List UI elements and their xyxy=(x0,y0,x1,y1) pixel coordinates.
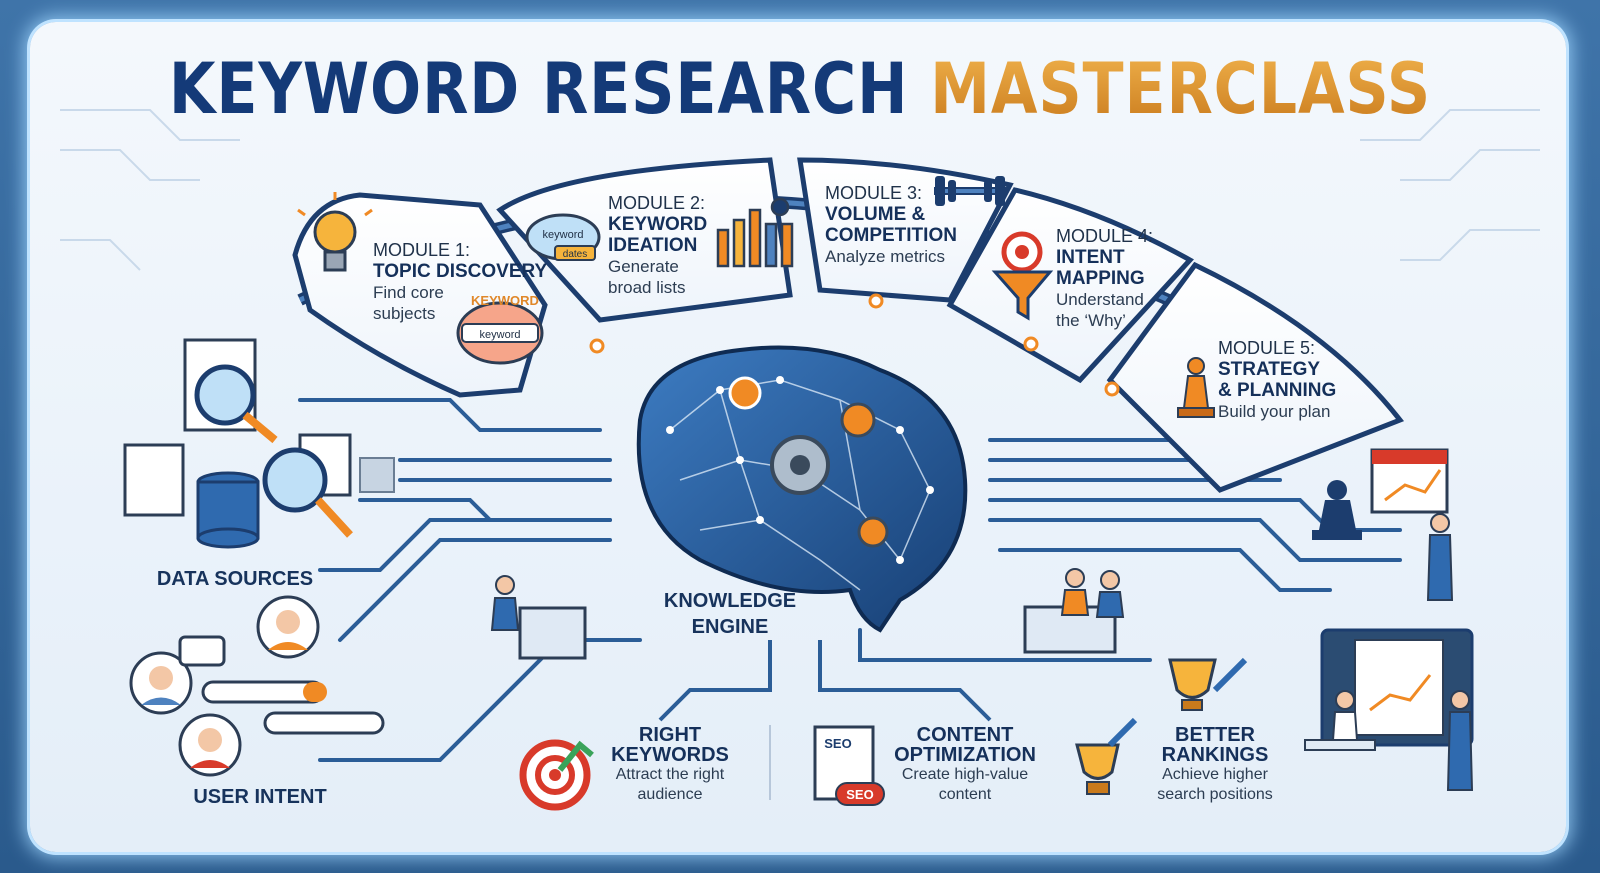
module-1-desc-line-2: subjects xyxy=(373,304,436,323)
database-icon xyxy=(196,471,260,549)
module-5-desc: Build your plan xyxy=(1218,402,1331,421)
outcome-right-keywords: RIGHT KEYWORDS Attract the right audienc… xyxy=(590,725,750,805)
bar-chart-icon xyxy=(716,197,794,268)
engine-label-line-1: KNOWLEDGE xyxy=(663,590,797,612)
module-1-number: MODULE 1: xyxy=(373,240,471,260)
brain-tag-text: keyword xyxy=(480,329,521,341)
module-5-card xyxy=(1106,261,1405,493)
cloud-bottom-text: dates xyxy=(563,249,587,260)
data-sources-label: DATA SOURCES xyxy=(156,568,314,590)
module-1: MODULE 1: TOPIC DISCOVERY Find core subj… xyxy=(373,240,547,324)
gear-icon-orange-small xyxy=(857,516,889,548)
chess-pawn-icon xyxy=(1177,357,1215,418)
knowledge-engine-label: KNOWLEDGE ENGINE xyxy=(645,588,815,640)
outcome-1-heading-2: KEYWORDS xyxy=(611,744,729,766)
seo-doc-text: SEO xyxy=(824,736,851,751)
outcome-3-desc-1: Achieve higher xyxy=(1162,766,1268,783)
presentation-illustration xyxy=(1304,628,1474,791)
module-2-desc-line-1: Generate xyxy=(608,257,679,276)
outcome-1-desc-1: Attract the right xyxy=(615,766,725,783)
trophy-icon xyxy=(1168,657,1248,711)
dumbbell-icon xyxy=(934,176,1006,206)
user-intent-label: USER INTENT xyxy=(193,786,327,808)
module-5-name-line-1: STRATEGY xyxy=(1218,359,1321,380)
outcome-better-rankings: BETTER RANKINGS Achieve higher search po… xyxy=(1135,725,1295,805)
magnifier-icon xyxy=(194,364,256,426)
outcome-2-desc-1: Create high-value xyxy=(901,766,1029,783)
knowledge-engine-brain xyxy=(636,345,968,633)
module-4-number: MODULE 4: xyxy=(1056,226,1154,246)
module-3-name-line-1: VOLUME & xyxy=(825,204,926,225)
check-bulb-icon xyxy=(728,376,762,410)
circuit-decoration xyxy=(60,109,1540,271)
target-funnel-icon xyxy=(991,231,1054,321)
module-4-desc-line-1: Understand xyxy=(1056,290,1144,309)
desk-worker-illustration xyxy=(490,575,587,660)
title-part-1: KEYWORD RESEARCH xyxy=(168,48,909,130)
module-5-name-line-2: & PLANNING xyxy=(1218,380,1337,401)
module-4-desc-line-2: the ‘Why’ xyxy=(1056,311,1126,330)
module-3: MODULE 3: VOLUME & COMPETITION Analyze m… xyxy=(825,183,957,267)
seo-badge-text: SEO xyxy=(846,787,873,802)
outcome-3-desc-2: search positions xyxy=(1157,786,1273,803)
chess-king-icon xyxy=(1312,480,1362,540)
brain-top-text: KEYWORD xyxy=(471,293,539,308)
outcome-1-desc-2: audience xyxy=(637,786,703,803)
module-3-name-line-2: COMPETITION xyxy=(825,225,957,246)
outcome-content-optimization: CONTENT OPTIMIZATION Create high-value c… xyxy=(880,725,1050,805)
arc-nodes xyxy=(589,293,1120,397)
module-2-desc-line-2: broad lists xyxy=(608,278,686,297)
trophy-icon-2 xyxy=(1075,717,1138,795)
outcome-2-desc-2: content xyxy=(938,786,992,803)
module-2-number: MODULE 2: xyxy=(608,193,706,213)
cloud-top-text: keyword xyxy=(543,229,584,241)
engine-label-line-2: ENGINE xyxy=(691,616,769,638)
module-2-name-line-2: IDEATION xyxy=(608,235,698,256)
keyword-cloud-icon: keyword dates xyxy=(525,213,601,261)
lightbulb-icon xyxy=(297,192,373,272)
outcome-2-heading-1: CONTENT xyxy=(916,724,1014,746)
module-2-card xyxy=(496,157,793,323)
outcome-1-heading-1: RIGHT xyxy=(638,724,702,746)
module-4: MODULE 4: INTENT MAPPING Understand the … xyxy=(1056,226,1153,331)
module-4-name-line-2: MAPPING xyxy=(1056,268,1145,289)
seo-document-icon: SEO SEO xyxy=(813,725,885,806)
module-1-desc-line-1: Find core xyxy=(373,283,444,302)
module-3-number: MODULE 3: xyxy=(825,183,923,203)
user-intent-illustration xyxy=(129,595,385,777)
left-connection-lines xyxy=(298,398,642,762)
module-4-name-line-1: INTENT xyxy=(1056,247,1125,268)
planning-board-illustration xyxy=(1312,448,1454,601)
bottom-connection-lines xyxy=(658,640,992,722)
bullseye-target-icon xyxy=(519,739,594,811)
title-part-2: MASTERCLASS xyxy=(930,48,1432,130)
brain-nodes xyxy=(666,376,934,564)
module-5: MODULE 5: STRATEGY & PLANNING Build your… xyxy=(1218,338,1336,422)
module-2: MODULE 2: KEYWORD IDEATION Generate broa… xyxy=(608,193,707,298)
team-illustration xyxy=(1023,568,1125,654)
search-bar-2 xyxy=(263,711,385,735)
speech-bubble-icon xyxy=(178,635,226,667)
gear-icon-orange xyxy=(840,402,876,438)
outcome-3-heading-2: RANKINGS xyxy=(1161,744,1269,766)
database-icon-small xyxy=(359,457,395,493)
module-2-name-line-1: KEYWORD xyxy=(608,214,708,235)
magnifier-icon-2 xyxy=(262,447,328,513)
page-title: KEYWORD RESEARCH MASTERCLASS xyxy=(112,48,1488,130)
outcome-2-heading-2: OPTIMIZATION xyxy=(894,744,1036,766)
module-3-desc: Analyze metrics xyxy=(825,247,945,266)
data-sources-illustration xyxy=(123,338,395,549)
outcome-3-heading-1: BETTER xyxy=(1175,724,1255,746)
module-1-name: TOPIC DISCOVERY xyxy=(373,261,548,282)
brain-keyword-icon: keyword KEYWORD xyxy=(456,293,544,365)
module-5-number: MODULE 5: xyxy=(1218,338,1316,358)
